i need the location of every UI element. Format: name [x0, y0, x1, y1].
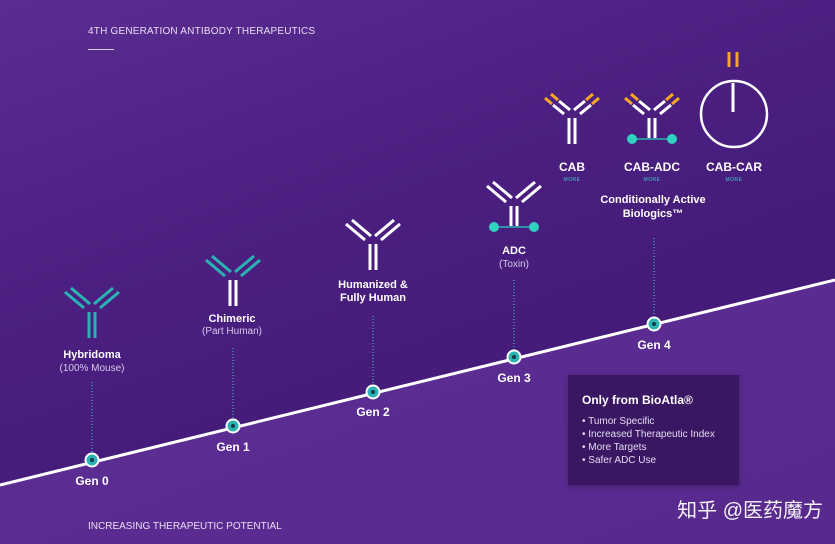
- product-cab-more-link[interactable]: MORE: [563, 177, 581, 183]
- watermark: 知乎 @医药魔方: [677, 500, 823, 522]
- antibody-icon-cab-adc: [624, 92, 680, 144]
- gen4-group-line1: Conditionally Active: [600, 194, 706, 206]
- gen4-label: Gen 4: [637, 338, 671, 352]
- panel-feature-list: • Tumor Specific • Increased Therapeutic…: [582, 415, 715, 467]
- page-title: 4TH GENERATION ANTIBODY THERAPEUTICS: [88, 26, 316, 37]
- gen2-name-line1: Humanized &: [338, 279, 408, 291]
- bioatla-info-panel: Only from BioAtla® • Tumor Specific • In…: [568, 375, 739, 485]
- gen3-label: Gen 3: [497, 371, 531, 385]
- antibody-icon-gen1: [205, 254, 261, 306]
- gen1-sub: (Part Human): [201, 326, 262, 337]
- panel-item: • Tumor Specific: [582, 416, 655, 427]
- antibody-icon-gen0: [64, 286, 120, 338]
- milestone-markers: [84, 316, 662, 468]
- milestone-gen2: [365, 384, 381, 400]
- gen1-label: Gen 1: [216, 440, 250, 454]
- cell-icon-cab-car: [699, 52, 769, 149]
- antibody-icon-gen2: [345, 218, 401, 270]
- antibody-icon-gen3: [486, 180, 542, 232]
- gen2-label: Gen 2: [356, 405, 390, 419]
- gen3-sub: (Toxin): [498, 259, 529, 270]
- milestone-gen0: [84, 452, 100, 468]
- gen0-name: Hybridoma: [63, 349, 121, 361]
- panel-item: • Safer ADC Use: [582, 455, 657, 466]
- gen0-label: Gen 0: [75, 474, 109, 488]
- milestone-gen4: [646, 316, 662, 332]
- connector-lines: [91, 238, 655, 452]
- antibody-icon-cab: [544, 92, 600, 144]
- gen3-name: ADC: [502, 245, 526, 257]
- timeline-line: [0, 278, 835, 487]
- milestone-gen3: [506, 349, 522, 365]
- x-axis-label: INCREASING THERAPEUTIC POTENTIAL: [88, 521, 282, 532]
- gen2-name-line2: Fully Human: [339, 292, 406, 304]
- title-underline: [88, 49, 114, 50]
- milestone-gen1: [225, 418, 241, 434]
- gen4-group-line2: Biologics™: [622, 208, 684, 220]
- gen1-name: Chimeric: [208, 313, 256, 325]
- product-cab-adc-name[interactable]: CAB-ADC: [624, 160, 680, 174]
- panel-item: • Increased Therapeutic Index: [582, 429, 715, 440]
- product-cab-car-name[interactable]: CAB-CAR: [706, 160, 762, 174]
- panel-item: • More Targets: [582, 442, 647, 453]
- product-cab-name[interactable]: CAB: [559, 160, 585, 174]
- panel-title: Only from BioAtla®: [582, 393, 693, 407]
- product-cab-car-more-link[interactable]: MORE: [725, 177, 743, 183]
- product-cab-adc-more-link[interactable]: MORE: [643, 177, 661, 183]
- gen0-sub: (100% Mouse): [59, 363, 125, 374]
